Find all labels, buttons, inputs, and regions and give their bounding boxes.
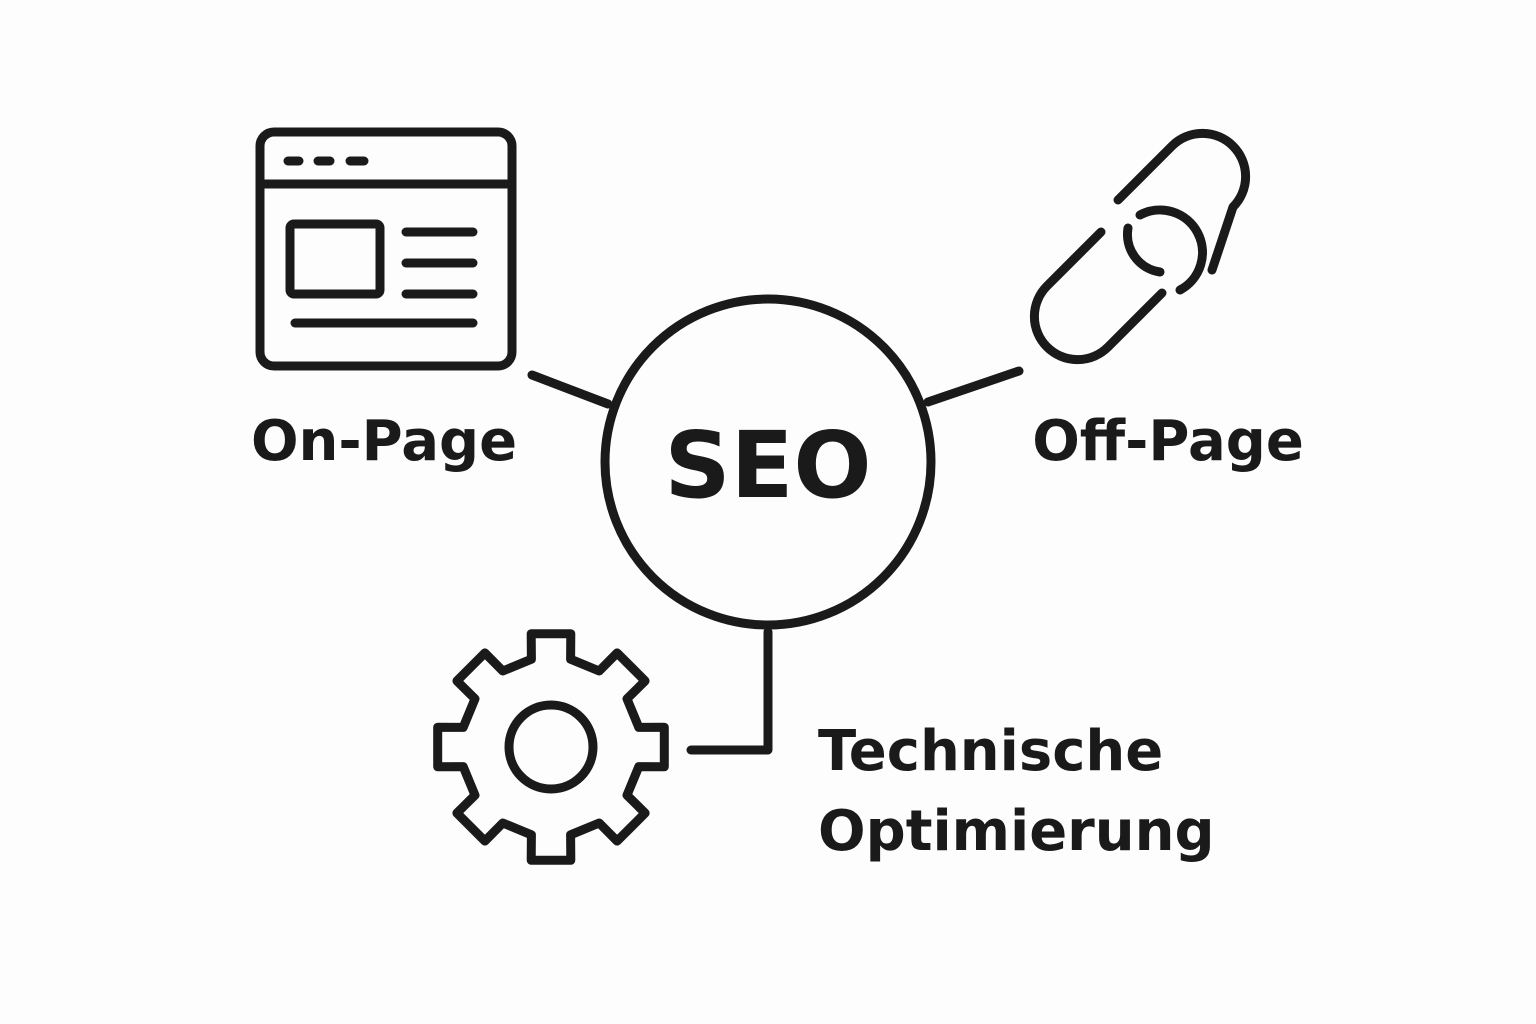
technical-label-line-1: Technische bbox=[818, 719, 1163, 784]
connector-on-page bbox=[527, 370, 613, 409]
seo-circle bbox=[600, 294, 936, 630]
gear-icon bbox=[433, 629, 669, 865]
off-page-label: Off-Page bbox=[1032, 409, 1304, 474]
connector-technical bbox=[686, 627, 773, 755]
technical-label-line-2: Optimierung bbox=[818, 799, 1215, 864]
on-page-label: On-Page bbox=[251, 409, 517, 474]
seo-label: SEO bbox=[664, 412, 871, 519]
chain-link-icon bbox=[1029, 128, 1251, 365]
browser-window-icon bbox=[255, 127, 517, 371]
connector-off-page bbox=[923, 366, 1024, 407]
